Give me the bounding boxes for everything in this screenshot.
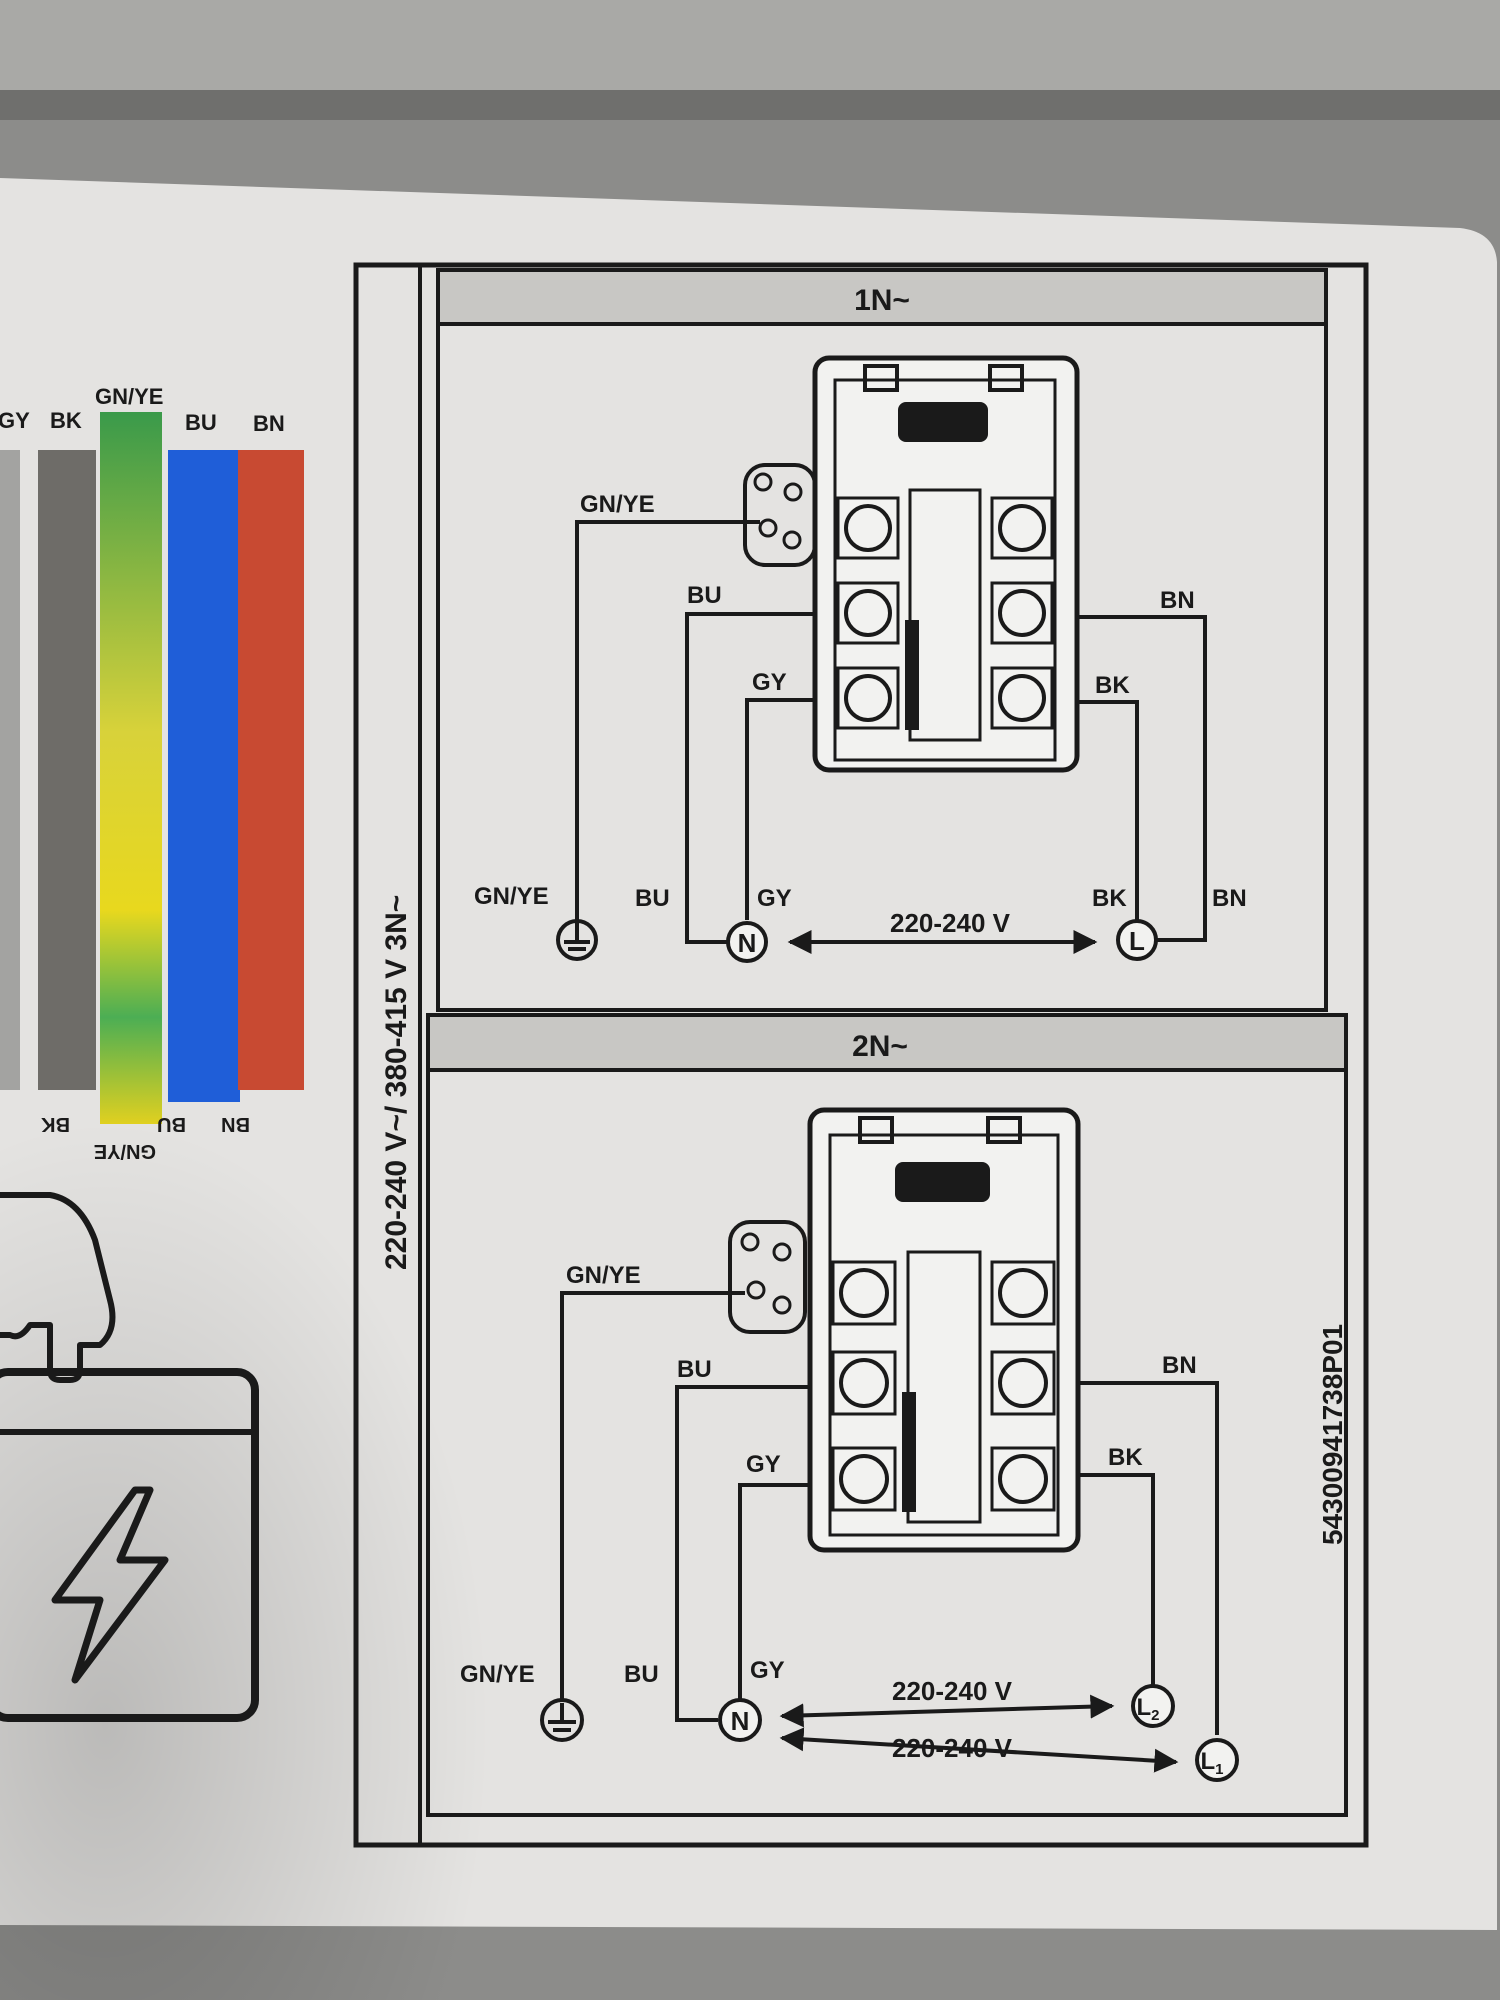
colour-label-bu: BU xyxy=(185,410,217,435)
label-2n-gy: GY xyxy=(746,1451,781,1478)
terminal-2n-l1-label: L1 xyxy=(1200,1748,1223,1778)
label-1n-bk: BK xyxy=(1095,672,1130,699)
label-2n-bk: BK xyxy=(1108,1444,1143,1471)
voltage-arrow-2n-1 xyxy=(779,1694,1115,1728)
panel-2n: 2N~ xyxy=(426,1013,1348,1817)
wire-1n-bk xyxy=(1077,700,1139,920)
colour-bar-bn xyxy=(238,450,304,1090)
colour-label-bk: BK xyxy=(50,408,82,433)
colour-label-gy: GY xyxy=(0,408,30,433)
terminal-2n-n xyxy=(718,1698,762,1742)
colour-label-gnye-inverted: GN/YE xyxy=(94,1140,156,1162)
colour-label-bu-inverted: BU xyxy=(157,1113,186,1135)
wire-2n-bn xyxy=(1078,1381,1219,1735)
colour-bar-bk xyxy=(38,450,96,1090)
terminal-2n-l2 xyxy=(1131,1684,1175,1728)
colour-bar-gy xyxy=(0,450,20,1090)
terminal-block-1n xyxy=(743,355,1080,773)
earth-ground-icon xyxy=(556,919,598,961)
label-1n-bn: BN xyxy=(1160,587,1195,614)
panel-1n-frame xyxy=(436,268,1328,1012)
diagram-frame xyxy=(353,262,1369,1848)
terminal-1n-n xyxy=(726,921,768,963)
metal-top-band xyxy=(0,0,1500,90)
colour-bar-gnye xyxy=(100,412,162,1124)
terminal-block-2n xyxy=(728,1107,1081,1553)
voltage-arrow-2n-2 xyxy=(779,1727,1179,1773)
panel-2n-frame xyxy=(426,1013,1348,1817)
term-label-2n-gy: GY xyxy=(750,1657,785,1684)
panel-2n-header xyxy=(430,1017,1344,1069)
colour-bar-bu xyxy=(168,450,240,1102)
part-number: 54300941738P01 xyxy=(1317,1324,1348,1545)
colour-label-bk-inverted: BK xyxy=(41,1113,70,1135)
wire-2n-bu xyxy=(675,1385,810,1722)
wire-1n-bu xyxy=(685,612,815,944)
panel-2n-title: 2N~ xyxy=(852,1030,908,1063)
label-1n-gy: GY xyxy=(752,669,787,696)
wire-2n-gy xyxy=(738,1483,810,1700)
label-2n-bu: BU xyxy=(677,1356,712,1383)
voltage-label-2n-1: 220-240 V xyxy=(892,1676,1013,1706)
term-label-2n-gnye: GN/YE xyxy=(460,1661,535,1688)
wire-2n-gnye xyxy=(560,1291,745,1700)
hand-pointer-icon xyxy=(0,1192,116,1383)
earth-ground-icon xyxy=(540,1698,584,1742)
voltage-label-1n: 220-240 V xyxy=(890,908,1011,938)
term-label-1n-gy: GY xyxy=(757,885,792,912)
lightning-box-icon xyxy=(0,1368,259,1722)
wire-2n-bk xyxy=(1078,1473,1155,1686)
colour-label-bn-inverted: BN xyxy=(221,1113,250,1135)
terminal-2n-l2-label: L2 xyxy=(1136,1694,1159,1724)
label-2n-bn: BN xyxy=(1162,1352,1197,1379)
terminal-1n-l-label: L xyxy=(1129,926,1145,956)
panel-1n-title: 1N~ xyxy=(854,284,910,317)
term-label-1n-gnye: GN/YE xyxy=(474,883,549,910)
panel-1n-header xyxy=(440,272,1324,324)
terminal-1n-l xyxy=(1116,919,1158,961)
label-1n-gnye: GN/YE xyxy=(580,491,655,518)
voltage-banner: 220-240 V~/ 380-415 V 3N~ xyxy=(380,895,413,1270)
label-2n-gnye: GN/YE xyxy=(566,1262,641,1289)
term-label-1n-bn: BN xyxy=(1212,885,1247,912)
metal-groove xyxy=(0,90,1500,120)
term-label-1n-bk: BK xyxy=(1092,885,1127,912)
wire-1n-bn xyxy=(1077,615,1207,942)
voltage-label-2n-2: 220-240 V xyxy=(892,1733,1013,1763)
label-1n-bu: BU xyxy=(687,582,722,609)
colour-label-gnye: GN/YE xyxy=(95,384,163,409)
term-label-2n-bu: BU xyxy=(624,1661,659,1688)
terminal-2n-n-label: N xyxy=(731,1706,750,1736)
terminal-2n-l1 xyxy=(1195,1738,1239,1782)
term-label-1n-bu: BU xyxy=(635,885,670,912)
colour-chart: GY BK GN/YE BU BN BK GN/YE BU BN xyxy=(0,384,304,1162)
wire-1n-gnye xyxy=(575,520,760,938)
panel-1n: 1N~ xyxy=(436,268,1328,1012)
terminal-1n-n-label: N xyxy=(738,928,757,958)
colour-label-bn: BN xyxy=(253,411,285,436)
wire-1n-gy xyxy=(745,698,815,920)
